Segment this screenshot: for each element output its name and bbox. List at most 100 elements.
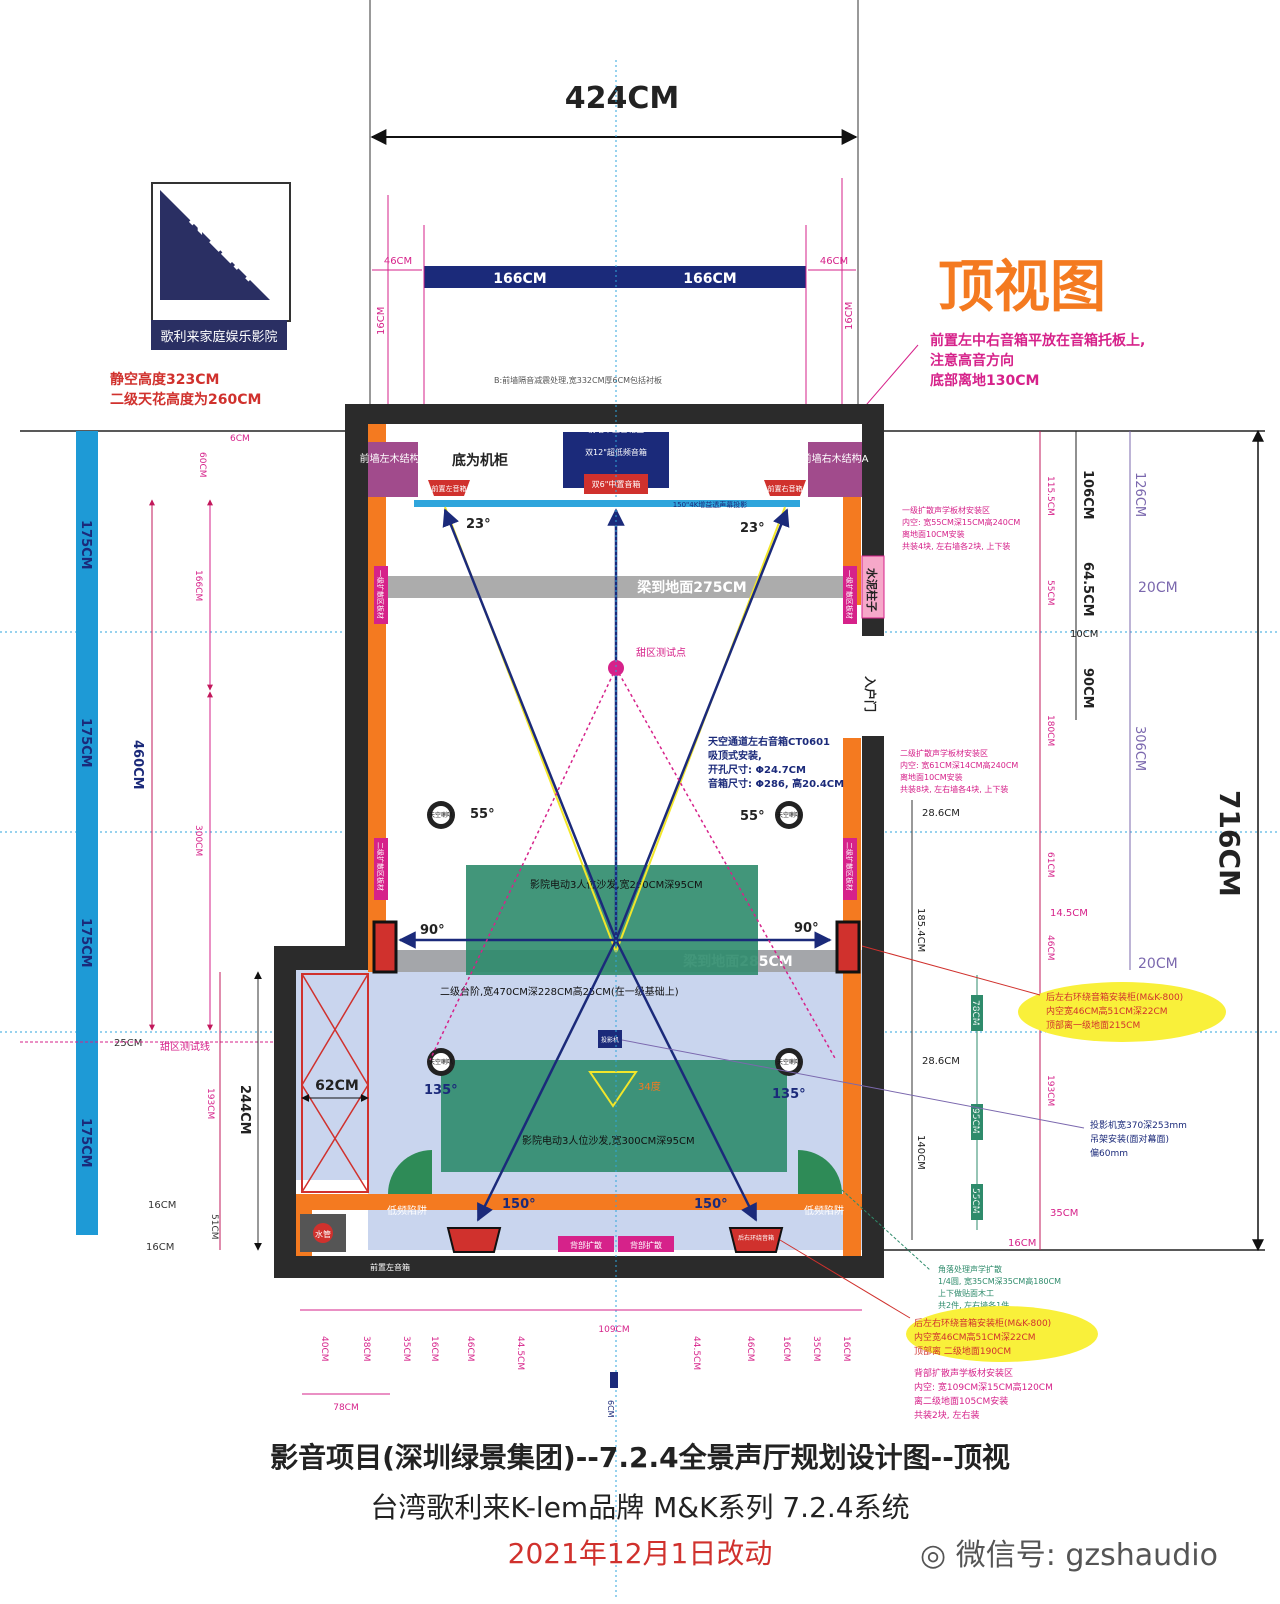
bottom-6: 6CM: [606, 1400, 615, 1418]
note3-line1: 后左右环绕音箱安装柜(M&K-800): [1046, 991, 1183, 1003]
left-16b: 16CM: [146, 1242, 174, 1253]
note7-line4: 共装2块, 左右装: [914, 1409, 979, 1421]
note-panel-2: 二级扩散声学板材安装区 内空: 宽61CM深14CM高240CM 离地面10CM…: [900, 748, 1018, 794]
note1-line3: 离地面10CM安装: [902, 529, 965, 539]
screen-label: 150"4K增益透声幕投影: [673, 500, 748, 509]
note4-line2: 吊架安装(面对幕面): [1090, 1133, 1169, 1145]
note5-line3: 上下做贴面木工: [938, 1288, 994, 1298]
angle-150-left: 150°: [502, 1197, 536, 1212]
overall-length: 716CM: [1213, 790, 1246, 897]
door[interactable]: [843, 636, 884, 736]
note7-line3: 离二级地面105CM安装: [914, 1395, 1008, 1407]
note3-line2: 内空宽46CM高51CM深22CM: [1046, 1005, 1168, 1017]
view-title: 顶视图: [938, 255, 1106, 320]
note3-line3: 顶部离一级地面215CM: [1046, 1019, 1140, 1031]
right-28b: 28.6CM: [922, 1056, 960, 1067]
bottom-dim-11: 16CM: [841, 1336, 851, 1362]
bass-trap-left: [388, 1150, 432, 1194]
note7-line2: 内空: 宽109CM深15CM高120CM: [914, 1381, 1053, 1393]
angle-55-left: 55°: [470, 807, 495, 822]
dim-top-left-16: 16CM: [376, 307, 387, 335]
note2-line1: 二级扩散声学板材安装区: [900, 748, 988, 758]
panel-right-2: [843, 838, 857, 900]
wechat-id: 微信号: gzshaudio: [955, 1538, 1218, 1573]
front-left-bottom-label: 前置左音箱: [370, 1262, 410, 1272]
rear-diffuser-left-label: 背部扩散: [570, 1240, 602, 1250]
cabinet-label: 底为机柜: [452, 452, 508, 469]
note6-line2: 内空宽46CM高51CM深22CM: [914, 1331, 1036, 1343]
right-180: 180CM: [1045, 715, 1055, 746]
ceiling2-height: 二级天花高度为260CM: [110, 391, 261, 408]
note-panel-7: 背部扩散声学板材安装区 内空: 宽109CM深15CM高120CM 离二级地面1…: [914, 1367, 1053, 1421]
left-16a: 16CM: [148, 1200, 176, 1211]
bottom-dimensions: 40CM 38CM 35CM 16CM 46CM 44.5CM 109CM 44…: [319, 1325, 851, 1370]
right-61: 61CM: [1045, 852, 1055, 878]
angle-23-right: 23°: [740, 521, 765, 536]
bottom-dim-0: 40CM: [319, 1336, 329, 1362]
right-90: 90CM: [1080, 668, 1095, 709]
right-55: 55CM: [1045, 580, 1055, 606]
note6-line1: 后左右环绕音箱安装柜(M&K-800): [914, 1317, 1051, 1329]
static-height: 静空高度323CM: [110, 371, 219, 388]
left-25: 25CM: [114, 1038, 142, 1049]
angle-90-right: 90°: [794, 921, 819, 936]
left-62: 62CM: [315, 1078, 359, 1094]
bottom-dim-2: 35CM: [401, 1336, 411, 1362]
note2-line2: 内空: 宽61CM深14CM高240CM: [900, 760, 1018, 770]
side-surround-right: [835, 920, 861, 974]
note4-line1: 投影机宽370深253mm: [1090, 1119, 1187, 1131]
left-6: 6CM: [230, 434, 250, 444]
right-126: 126CM: [1132, 472, 1147, 517]
angle-23-left: 23°: [466, 517, 491, 532]
note5-line4: 共2件, 左右墙各1件: [938, 1300, 1009, 1310]
front-left-struct-label: 前墙左木结构A: [360, 452, 427, 465]
panel-right-1-label: 一级扩散区板材: [845, 570, 854, 619]
rear-diffuser-right: [618, 1236, 674, 1252]
right-140: 140CM: [915, 1135, 926, 1170]
front-right-struct: [808, 442, 862, 497]
ceiling-speakers: [427, 801, 803, 1076]
sofa-row-1: [466, 865, 758, 975]
screen-width-bar: [424, 266, 806, 288]
right-185: 185.4CM: [915, 908, 926, 952]
bottom-dim-7: 44.5CM: [691, 1336, 701, 1370]
sofa-row-2: [441, 1060, 787, 1172]
front-right-struct-label: 前墙右木结构A: [802, 452, 869, 465]
front-right-speaker: [764, 480, 806, 496]
panel-left-2: [374, 838, 388, 900]
panel-left-1-label: 一级扩散区板材: [376, 570, 385, 619]
front-wall-center: 前墙中置音箱区: [588, 424, 644, 434]
wechat-icon: ◎: [920, 1538, 956, 1573]
sky-label-1: 天空喇叭: [429, 811, 453, 819]
note-panel-1: 一级扩散声学板材安装区 内空: 宽55CM深15CM高240CM 离地面10CM…: [902, 505, 1020, 551]
left-60: 60CM: [197, 452, 207, 478]
atmos-note-2: 吸顶式安装,: [708, 749, 762, 762]
right-14: 14.5CM: [1050, 908, 1088, 919]
sweet-line-label: 甜区测试线: [160, 1040, 210, 1053]
right-78: 78CM: [970, 1000, 980, 1026]
projector-label: 投影机: [601, 1036, 619, 1044]
water-label: 水管: [315, 1229, 331, 1239]
note5-line1: 角落处理声学扩散: [938, 1264, 1002, 1274]
bottom-dim-4: 46CM: [465, 1336, 475, 1362]
rear-surround-left: [446, 1227, 502, 1253]
logo-mark: K-LEM 歌利来家庭娱乐影院: [151, 190, 287, 350]
panel-left-1: [374, 566, 388, 624]
door-label: 入户门: [863, 676, 878, 712]
right-46: 46CM: [1045, 935, 1055, 961]
left-175-3: 175CM: [78, 918, 93, 968]
bass-trap-right-label: 低频陷阱: [804, 1204, 844, 1217]
sweet-spot: [608, 660, 624, 676]
beam-1-label: 梁到地面275CM: [636, 579, 746, 596]
front-right-speaker-label: 前置右音箱: [768, 484, 803, 493]
panel-right-1: [843, 566, 857, 624]
right-28a: 28.6CM: [922, 808, 960, 819]
right-35: 35CM: [1050, 1208, 1078, 1219]
wechat-watermark: ◎ 微信号: gzshaudio: [920, 1530, 1218, 1574]
footer-title: 影音项目(深圳绿景集团)--7.2.4全景声厅规划设计图--顶视: [270, 1441, 1010, 1474]
note2-line4: 共装8块, 左右墙各4块, 上下装: [900, 784, 1008, 794]
front-left-speaker: [428, 480, 470, 496]
left-193: 193CM: [205, 1088, 215, 1119]
atmos-note-3: 开孔尺寸: Φ24.7CM: [708, 763, 806, 776]
